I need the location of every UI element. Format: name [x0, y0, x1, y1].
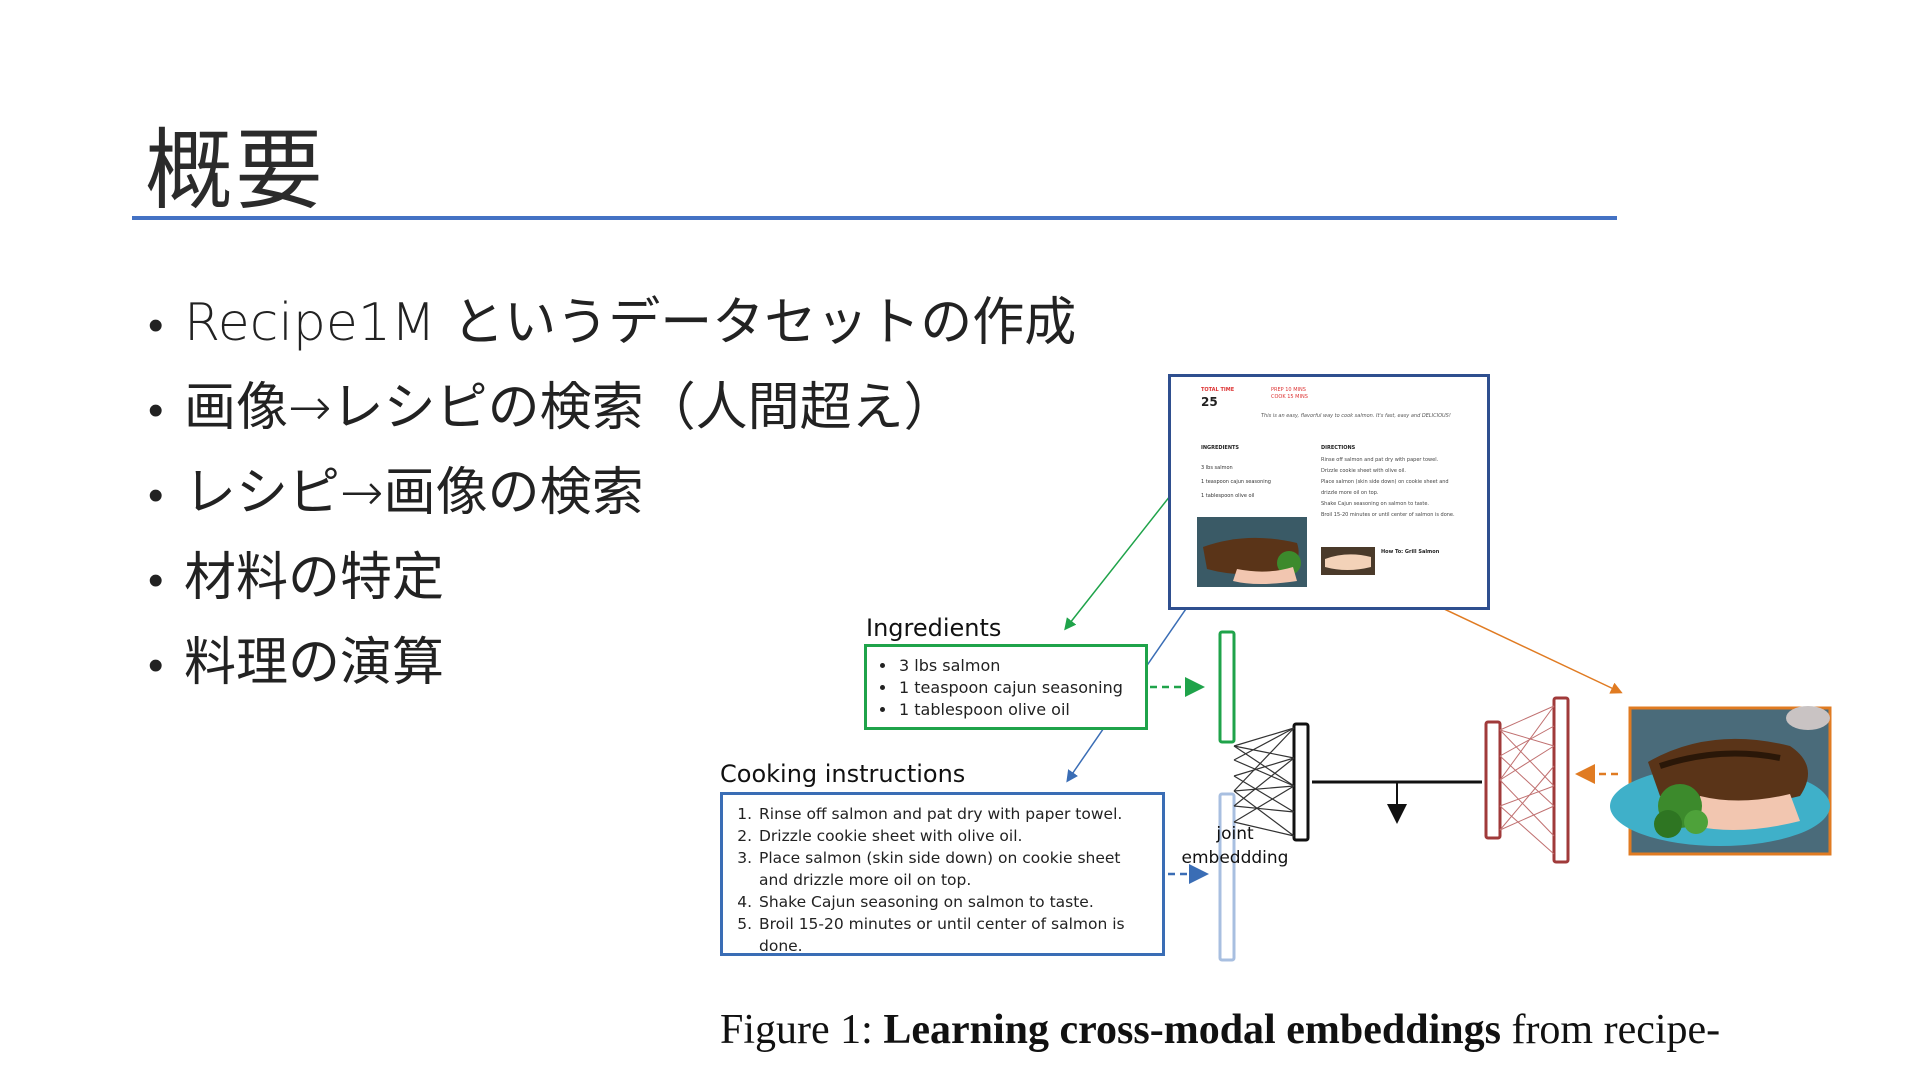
ingredients-label: Ingredients: [866, 614, 1002, 642]
card-ingredients-header: INGREDIENTS: [1201, 445, 1240, 451]
card-video-label: How To: Grill Salmon: [1381, 549, 1440, 555]
bullet-dot: •: [148, 385, 164, 436]
instructions-box: Rinse off salmon and pat dry with paper …: [720, 792, 1165, 956]
ingredient-item: 1 tablespoon olive oil: [897, 699, 1145, 721]
instruction-item: Drizzle cookie sheet with olive oil.: [757, 825, 1154, 847]
instructions-label: Cooking instructions: [720, 760, 966, 788]
instruction-item: Rinse off salmon and pat dry with paper …: [757, 803, 1154, 825]
paper-figure: TOTAL TIME 25 PREP 10 MINS COOK 15 MINS …: [700, 366, 1840, 1066]
bullet-dot: •: [148, 470, 164, 521]
bullet-dot: •: [148, 555, 164, 606]
image-encoder-inner: [1484, 720, 1502, 840]
ingredient-item: 1 teaspoon cajun seasoning: [897, 677, 1145, 699]
bullet-dot: •: [148, 640, 164, 691]
card-directions-header: DIRECTIONS: [1321, 445, 1356, 451]
instructions-list: Rinse off salmon and pat dry with paper …: [723, 795, 1162, 957]
bullet-dot: •: [148, 300, 164, 351]
architecture-diagram: [1064, 457, 1832, 962]
card-ingredient-lines: 3 lbs salmon 1 teaspoon cajun seasoning …: [1201, 465, 1271, 499]
instructions-encoder: [1218, 792, 1236, 962]
total-time-label: TOTAL TIME: [1201, 387, 1235, 393]
recipe-description: This is an easy, flavorful way to cook s…: [1261, 413, 1451, 419]
instruction-item: Shake Cajun seasoning on salmon to taste…: [757, 891, 1154, 913]
joint-embedding-label: joint embeddding: [1181, 824, 1289, 868]
title-underline: [132, 216, 1617, 220]
dish-photo: [1610, 706, 1832, 856]
bullet-item: •Recipe1M というデータセットの作成: [148, 282, 1076, 367]
ingredient-item: 3 lbs salmon: [897, 655, 1145, 677]
instruction-item: Broil 15-20 minutes or until center of s…: [757, 913, 1154, 957]
ingredients-box: 3 lbs salmon 1 teaspoon cajun seasoning …: [864, 644, 1148, 730]
recipe-fan-lines: [1233, 727, 1295, 837]
ingredients-list: 3 lbs salmon 1 teaspoon cajun seasoning …: [867, 647, 1145, 721]
figure-caption: Figure 1: Learning cross-modal embedding…: [720, 1007, 1721, 1053]
ingredients-encoder: [1218, 630, 1236, 744]
total-time-value: 25: [1201, 395, 1218, 409]
image-fan-lines: [1499, 705, 1555, 855]
recipe-embedding-layer: [1292, 722, 1310, 842]
bullet-item: •料理の演算: [148, 622, 1076, 707]
card-video-thumbnail: [1321, 547, 1375, 575]
bullet-item: •レシピ→画像の検索: [148, 452, 1076, 537]
slide-title: 概要: [145, 119, 326, 222]
prep-cook-times: PREP 10 MINS COOK 15 MINS: [1271, 387, 1308, 400]
bullet-item: •材料の特定: [148, 537, 1076, 622]
bullet-list: •Recipe1M というデータセットの作成 •画像→レシピの検索（人間超え） …: [148, 282, 1076, 707]
card-direction-lines: Rinse off salmon and pat dry with paper …: [1321, 457, 1455, 518]
card-dish-photo: [1197, 517, 1307, 587]
instruction-item: Place salmon (skin side down) on cookie …: [757, 847, 1154, 891]
recipe-webpage-thumbnail: TOTAL TIME 25 PREP 10 MINS COOK 15 MINS …: [1168, 374, 1490, 610]
bullet-item: •画像→レシピの検索（人間超え）: [148, 367, 1076, 452]
image-encoder-outer: [1552, 696, 1570, 864]
